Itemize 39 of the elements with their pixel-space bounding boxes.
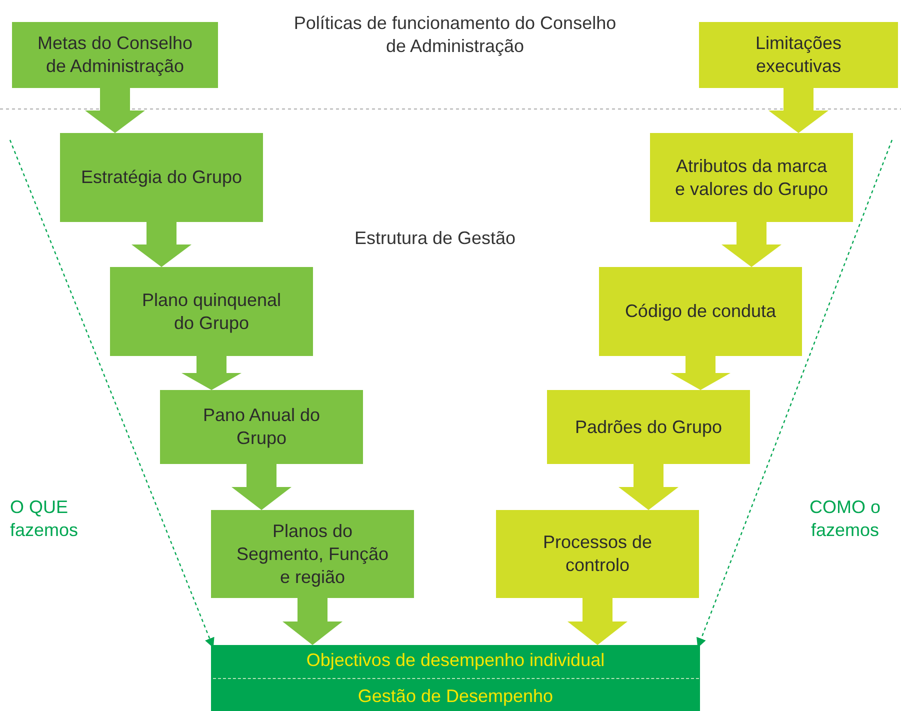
- box-text: Pano Anual do Grupo: [202, 404, 322, 450]
- block-arrow: [568, 598, 628, 645]
- box-text: Metas do Conselho de Administração: [36, 32, 194, 78]
- process-box: [211, 510, 414, 598]
- block-arrow: [132, 222, 192, 267]
- note-text: COMO o fazemos: [808, 496, 882, 542]
- process-box: [650, 133, 853, 222]
- block-arrow: [232, 464, 292, 510]
- process-box: [160, 390, 363, 464]
- dashed-arrow: [696, 140, 893, 648]
- box-text: Processos de controlo: [542, 531, 654, 577]
- box-text: Gestão de Desempenho: [358, 684, 554, 708]
- block-arrow: [85, 88, 145, 133]
- process-box: [699, 22, 898, 88]
- process-box: [12, 22, 218, 88]
- box-text: Código de conduta: [624, 300, 778, 323]
- box-text: Limitações executivas: [754, 32, 843, 78]
- process-box: [60, 133, 263, 222]
- note-text: Políticas de funcionamento do Conselho de Administração: [292, 12, 618, 58]
- process-box: [547, 390, 750, 464]
- box-text: Objectivos de desempenho individual: [306, 648, 605, 672]
- note-text: Estrutura de Gestão: [353, 227, 517, 250]
- process-box: [599, 267, 802, 356]
- block-arrow: [768, 88, 828, 133]
- box-text: Estratégia do Grupo: [80, 166, 244, 189]
- block-arrow: [618, 464, 678, 510]
- box-text: Padrões do Grupo: [574, 416, 724, 438]
- result-bar: [211, 645, 700, 711]
- note-text: O QUE fazemos: [10, 496, 80, 542]
- dashed-arrow: [9, 140, 214, 648]
- process-box: [496, 510, 699, 598]
- box-text: Plano quinquenal do Grupo: [140, 288, 282, 334]
- block-arrow: [670, 356, 730, 390]
- block-arrow: [722, 222, 782, 267]
- box-text: Planos do Segmento, Função e região: [235, 520, 390, 588]
- block-arrow: [182, 356, 242, 390]
- block-arrow: [282, 598, 342, 645]
- process-box: [110, 267, 313, 356]
- box-text: Atributos da marca e valores do Grupo: [674, 154, 830, 200]
